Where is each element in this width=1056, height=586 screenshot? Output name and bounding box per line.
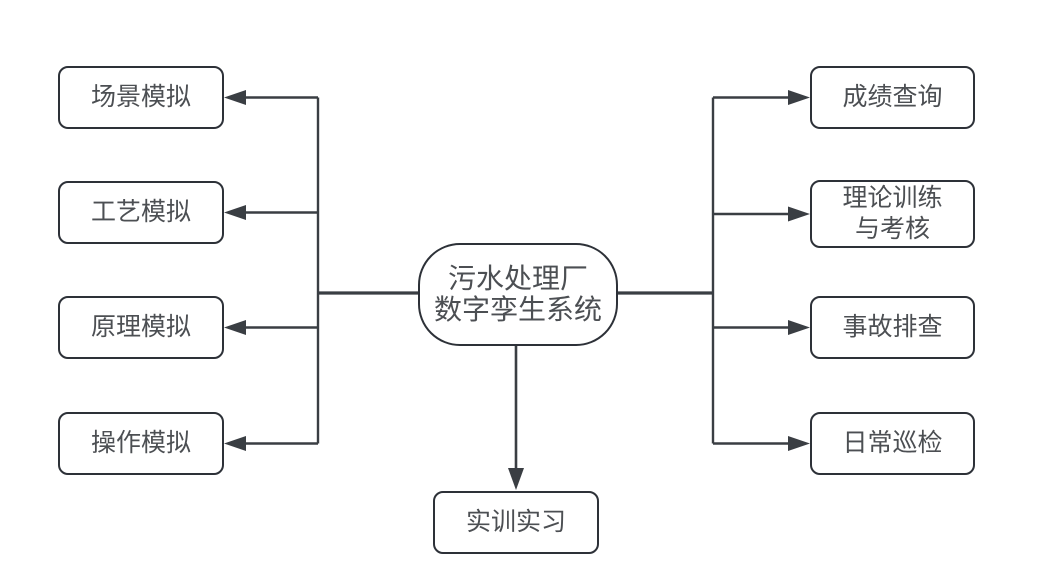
node-practical-training: 实训实习 [433,491,599,554]
arrowhead-principle-simulation [224,320,246,335]
node-principle-simulation: 原理模拟 [58,296,224,359]
node-theory-training-assessment: 理论训练 与考核 [810,180,975,248]
arrowhead-score-query [788,90,810,105]
arrowhead-operation-simulation [224,436,246,451]
arrowhead-accident-investigation [788,320,810,335]
arrowhead-daily-inspection [788,436,810,451]
arrowhead-scene-simulation [224,90,246,105]
node-daily-inspection: 日常巡检 [810,412,975,475]
arrowhead-theory-training [788,206,810,222]
node-scene-simulation: 场景模拟 [58,66,224,129]
node-process-simulation: 工艺模拟 [58,181,224,244]
node-accident-investigation: 事故排查 [810,296,975,359]
arrowhead-practical-training [508,468,524,490]
node-score-query: 成绩查询 [810,66,975,129]
node-center-digital-twin-system: 污水处理厂 数字孪生系统 [418,243,618,346]
arrowhead-process-simulation [224,205,246,220]
node-operation-simulation: 操作模拟 [58,412,224,475]
